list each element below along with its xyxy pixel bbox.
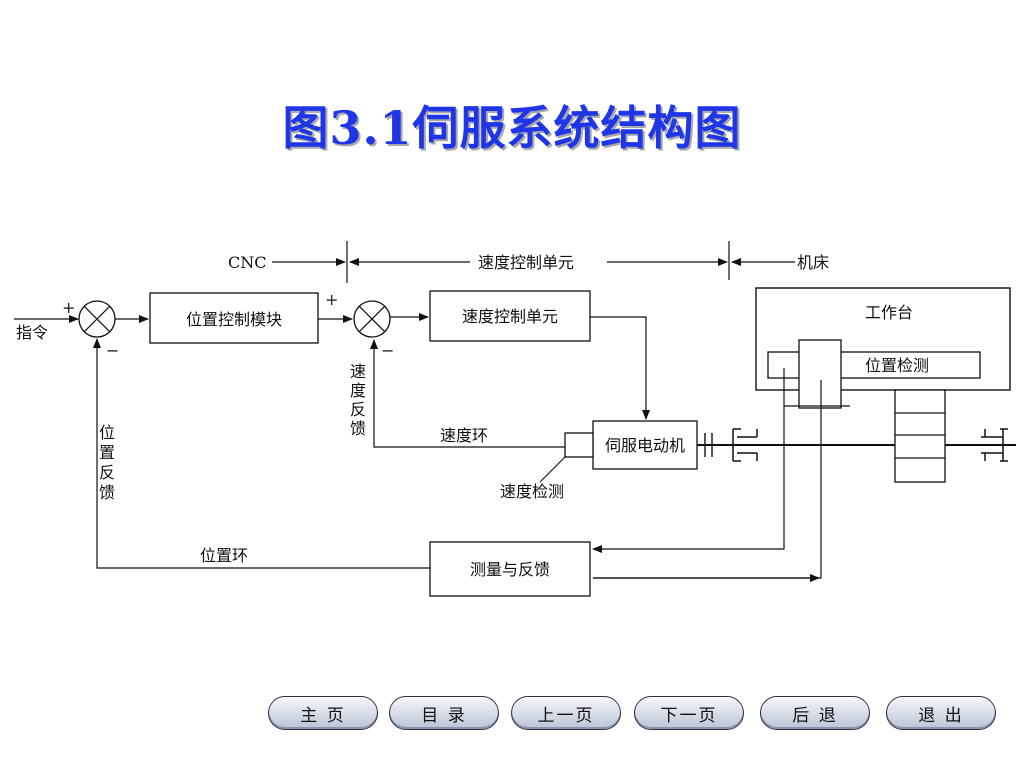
svg-text:反: 反 [350,400,366,419]
worktable-label: 工作台 [865,303,913,322]
nav-back-button[interactable]: 后 退 [760,696,870,730]
section-speed-unit-label: 速度控制单元 [478,253,574,272]
section-machine-label: 机床 [797,253,829,272]
position-loop-label: 位置环 [200,546,248,565]
nav-prev-page-button[interactable]: 上一页 [511,696,621,730]
position-control-block: 位置控制模块 [149,292,319,344]
nav-contents-button[interactable]: 目 录 [389,696,499,730]
nav-next-page-button[interactable]: 下一页 [634,696,744,730]
input-plus-sign: + [62,298,75,317]
svg-text:馈: 馈 [99,483,115,502]
svg-text:位: 位 [99,423,115,442]
svg-text:速: 速 [350,362,366,381]
speed-detect-label: 速度检测 [500,482,564,501]
junction2-minus-sign: − [381,341,394,360]
command-input: + 指令 [14,298,79,342]
speed-loop-label: 速度环 [440,426,488,445]
speed-control-label: 速度控制单元 [462,307,558,326]
servo-motor-block: 伺服电动机 [564,420,698,470]
position-control-label: 位置控制模块 [186,310,282,329]
summing-junction-1: − [78,300,119,360]
nav-home-button[interactable]: 主 页 [268,696,378,730]
section-header: CNC 速度控制单元 机床 [228,241,829,283]
servo-motor-label: 伺服电动机 [605,436,685,455]
drive-shaft [697,428,1016,462]
section-cnc-label: CNC [228,253,266,272]
command-label: 指令 [16,323,48,342]
svg-text:馈: 馈 [350,419,366,438]
junction2-plus-sign: + [325,290,338,309]
junction1-minus-sign: − [106,341,119,360]
position-feedback-label: 位 置 反 馈 [99,423,115,502]
summing-junction-2: − [353,300,394,360]
svg-text:反: 反 [99,463,115,482]
measure-feedback-block: 测量与反馈 [429,541,591,597]
position-detect-label: 位置检测 [865,356,929,375]
nav-exit-button[interactable]: 退 出 [886,696,996,730]
speed-feedback-label: 速 度 反 馈 [350,362,366,438]
svg-text:置: 置 [99,443,115,462]
slide-title: 图3.1伺服系统结构图 [282,101,742,155]
svg-text:度: 度 [350,381,366,400]
speed-control-block: 速度控制单元 [429,290,591,342]
machine-tool: 工作台 位置检测 [755,287,1011,483]
measure-feedback-label: 测量与反馈 [470,560,550,579]
